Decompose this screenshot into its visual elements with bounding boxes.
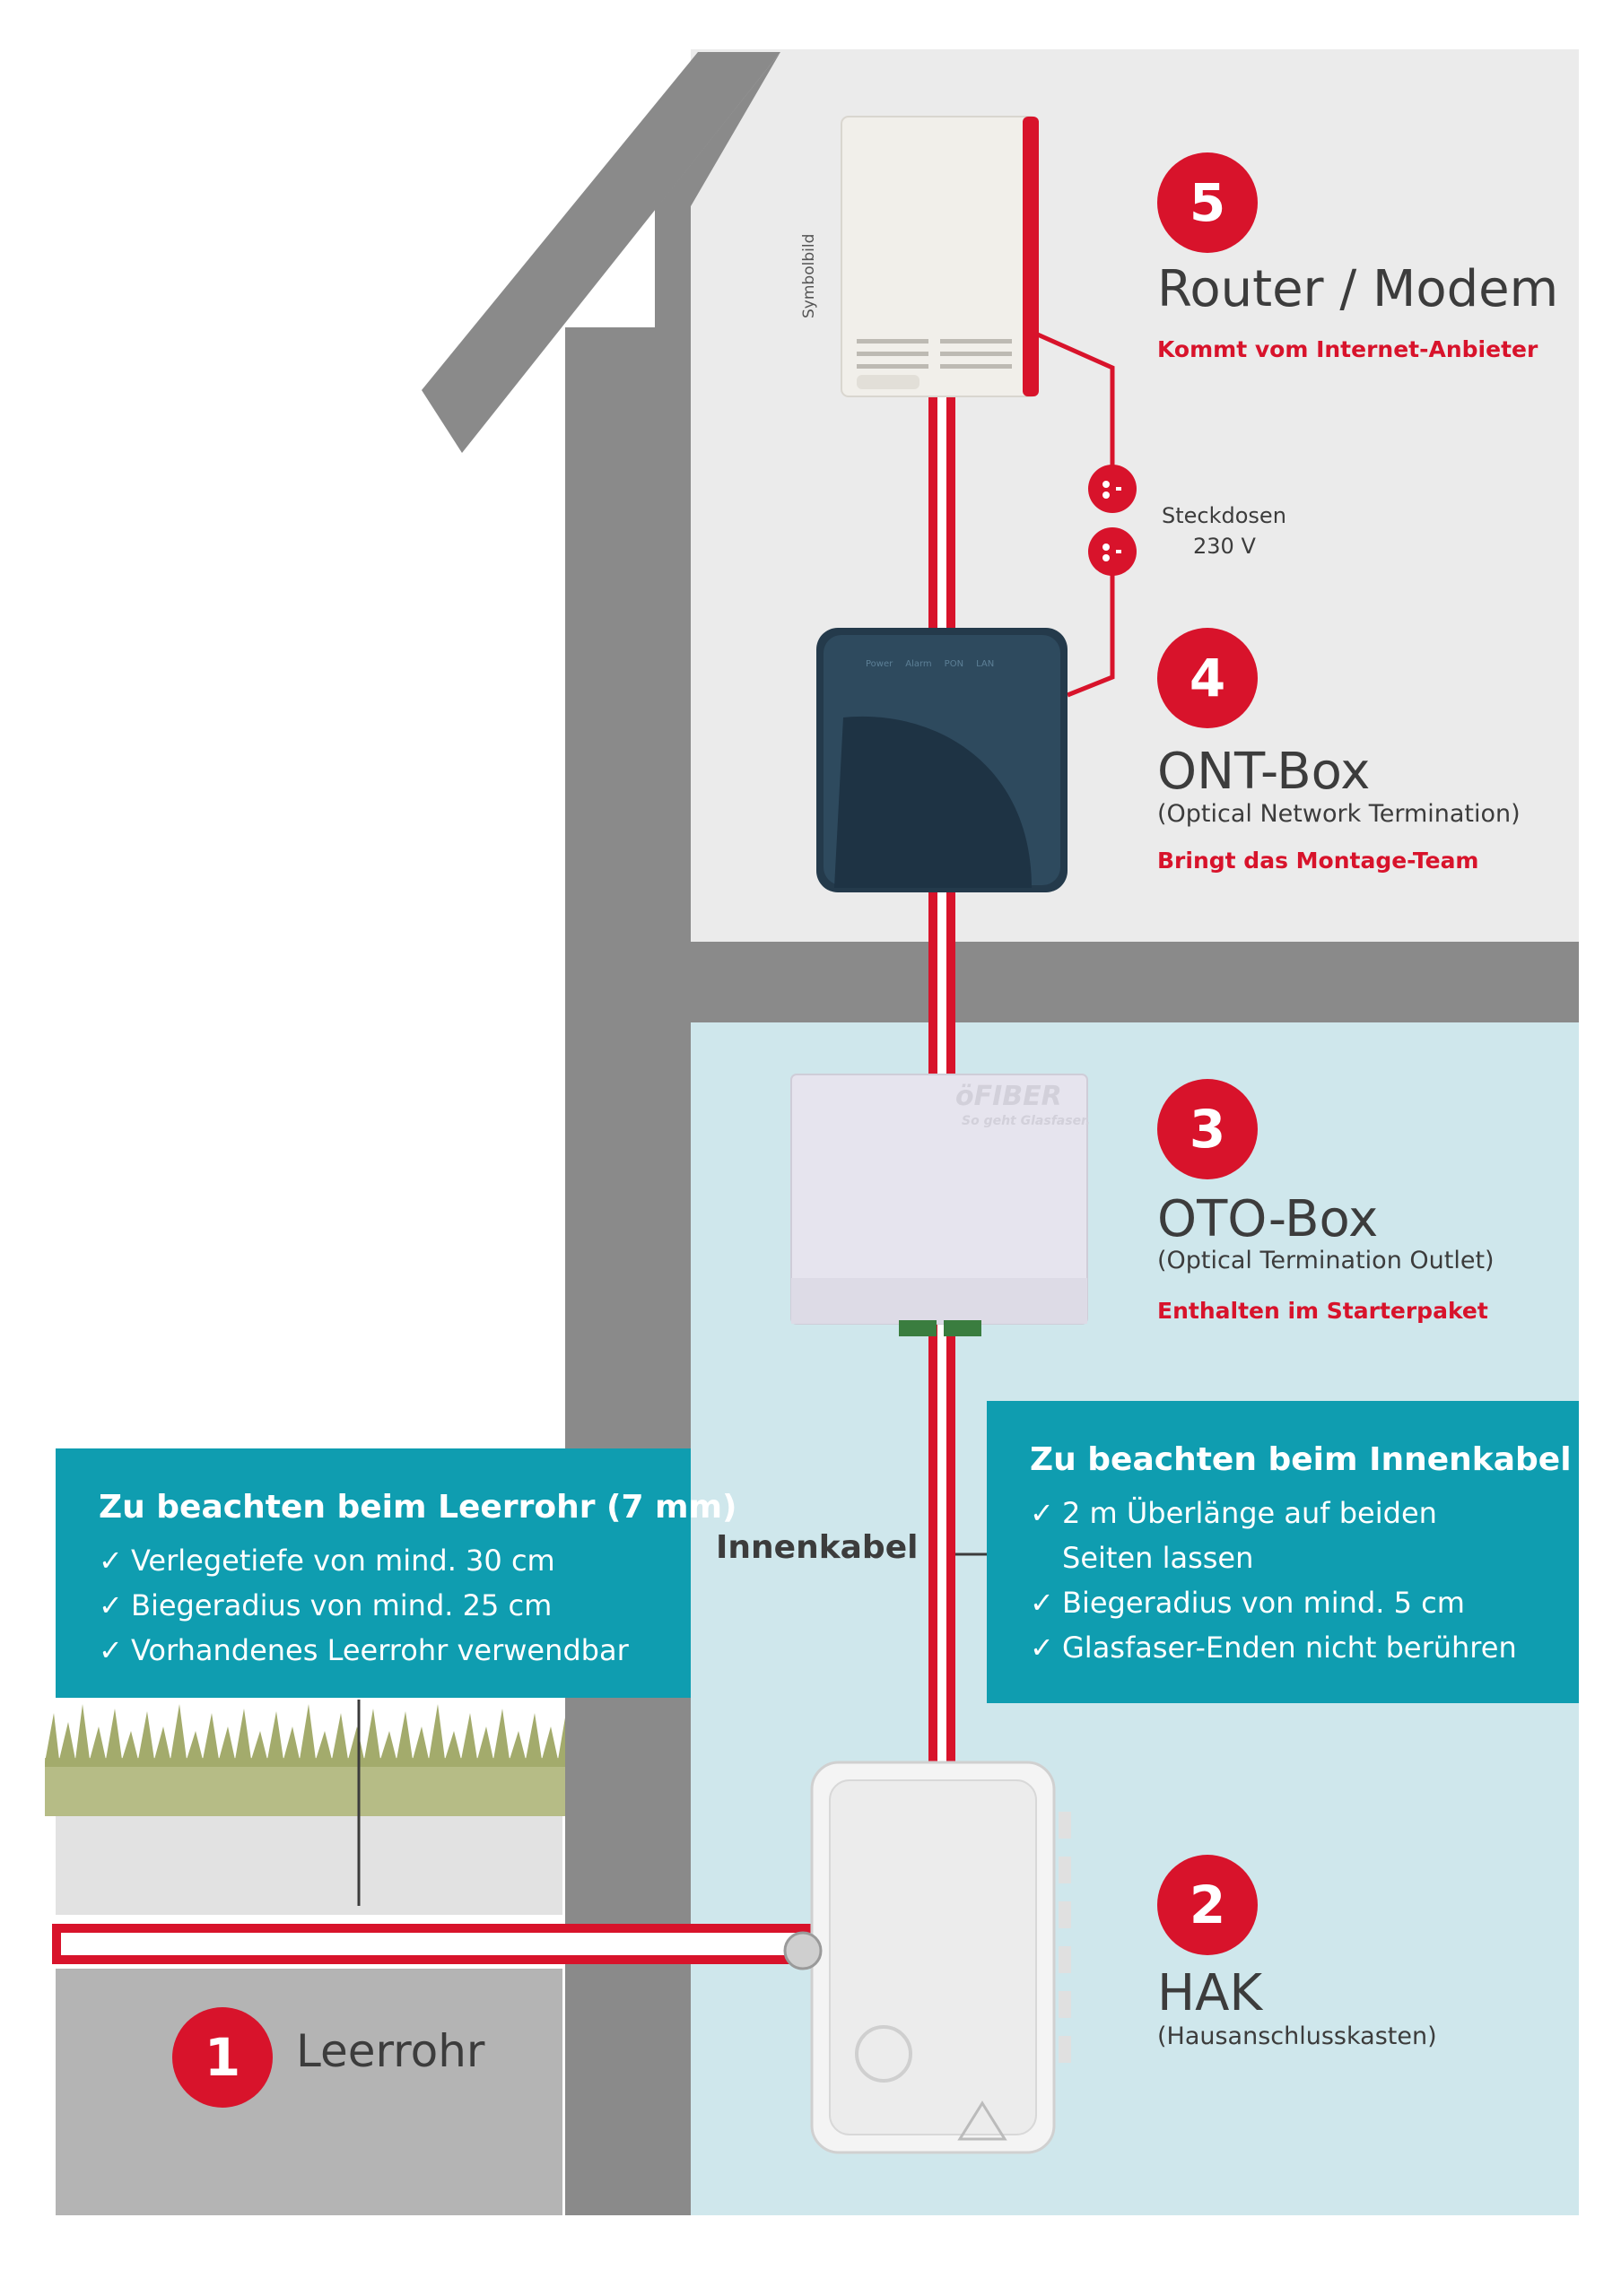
- checklist-item: ✓Biegeradius von mind. 5 cm: [1030, 1580, 1561, 1625]
- oto-device: [790, 1074, 1088, 1336]
- power-socket-1: [1088, 465, 1137, 513]
- step-2-subtitle: (Hausanschlusskasten): [1157, 2022, 1437, 2050]
- checkmark-icon: ✓: [99, 1588, 123, 1622]
- ont-led-power: Power: [866, 659, 893, 669]
- checklist-item-line: Glasfaser-Enden nicht berühren: [1062, 1631, 1517, 1665]
- step-3-subtitle: (Optical Termination Outlet): [1157, 1247, 1495, 1274]
- step-3-note: Enthalten im Starterpaket: [1157, 1298, 1488, 1324]
- checklist-item: ✓Glasfaser-Enden nicht berühren: [1030, 1625, 1561, 1670]
- checkmark-icon: ✓: [99, 1633, 123, 1667]
- ont-led-labels: Power Alarm PON LAN: [866, 659, 994, 669]
- checklist-item-line: Biegeradius von mind. 25 cm: [131, 1588, 553, 1622]
- oto-tagline: So geht Glasfaser.: [962, 1114, 1091, 1128]
- ont-led-lan: LAN: [976, 659, 995, 669]
- sockets-label: Steckdosen 230 V: [1162, 500, 1286, 561]
- step-4-subtitle: (Optical Network Termination): [1157, 800, 1521, 828]
- checkmark-icon: ✓: [1030, 1631, 1054, 1665]
- ont-device: [816, 628, 1068, 892]
- ground-dark: [56, 1969, 562, 2215]
- ground-light: [56, 1816, 562, 1915]
- power-socket-2: [1088, 527, 1137, 576]
- checklist-item-line: Vorhandenes Leerrohr verwendbar: [131, 1633, 629, 1667]
- checklist-item-line: 2 m Überlänge auf beiden: [1062, 1496, 1437, 1530]
- checkmark-icon: ✓: [1030, 1496, 1054, 1530]
- router-symbolbild-label: Symbolbild: [800, 233, 818, 318]
- step-1-title: Leerrohr: [296, 2025, 485, 2077]
- step-4-note: Bringt das Montage-Team: [1157, 848, 1479, 874]
- step-4-title: ONT-Box: [1157, 743, 1371, 801]
- checklist-item: ✓Verlegetiefe von mind. 30 cm: [99, 1538, 664, 1583]
- checkmark-icon: ✓: [99, 1544, 123, 1578]
- sockets-label-line1: Steckdosen: [1162, 503, 1286, 528]
- checklist-item-line: Biegeradius von mind. 5 cm: [1062, 1586, 1465, 1620]
- checklist-item-text: Glasfaser-Enden nicht berühren: [1062, 1625, 1517, 1670]
- sockets-label-line2: 230 V: [1193, 534, 1256, 559]
- grass: [45, 1704, 565, 1816]
- innenkabel-label: Innenkabel: [716, 1529, 919, 1566]
- leerrohr-info-list: ✓Verlegetiefe von mind. 30 cm✓Biegeradiu…: [99, 1538, 664, 1673]
- checklist-item: ✓Biegeradius von mind. 25 cm: [99, 1583, 664, 1628]
- hak-device: [783, 1761, 1071, 2154]
- router-vents: [857, 339, 1012, 369]
- house-walls: [422, 52, 1579, 2215]
- ont-led-alarm: Alarm: [905, 659, 932, 669]
- innenkabel-info-heading: Zu beachten beim Innenkabel: [1030, 1441, 1572, 1478]
- step-3-title: OTO-Box: [1157, 1190, 1379, 1248]
- router-device: [841, 116, 1039, 397]
- step-2-title: HAK: [1157, 1964, 1263, 2022]
- checkmark-icon: ✓: [1030, 1586, 1054, 1620]
- checklist-item-text: Vorhandenes Leerrohr verwendbar: [131, 1628, 629, 1673]
- innenkabel-info-box: Zu beachten beim Innenkabel ✓2 m Überlän…: [987, 1401, 1579, 1703]
- checklist-item-text: Biegeradius von mind. 5 cm: [1062, 1580, 1465, 1625]
- leerrohr-info-box: Zu beachten beim Leerrohr (7 mm) ✓Verleg…: [56, 1448, 737, 1698]
- step-3-badge: 3: [1157, 1079, 1258, 1179]
- checklist-item-line: Seiten lassen: [1062, 1541, 1254, 1575]
- checklist-item-text: Verlegetiefe von mind. 30 cm: [131, 1538, 555, 1583]
- leerrohr-pipe: [52, 1924, 832, 1964]
- ont-led-pon: PON: [944, 659, 964, 669]
- step-5-note: Kommt vom Internet-Anbieter: [1157, 336, 1538, 362]
- leerrohr-info-heading: Zu beachten beim Leerrohr (7 mm): [99, 1489, 737, 1526]
- oto-brand: öFIBER: [955, 1081, 1062, 1112]
- step-1-badge: 1: [172, 2007, 273, 2108]
- power-cable: [1030, 329, 1115, 698]
- checklist-item-text: Biegeradius von mind. 25 cm: [131, 1583, 552, 1628]
- checklist-item: ✓Vorhandenes Leerrohr verwendbar: [99, 1628, 664, 1673]
- step-5-title: Router / Modem: [1157, 260, 1559, 318]
- step-4-badge: 4: [1157, 628, 1258, 728]
- step-2-badge: 2: [1157, 1855, 1258, 1955]
- checklist-item-line: Verlegetiefe von mind. 30 cm: [131, 1544, 555, 1578]
- step-5-badge: 5: [1157, 152, 1258, 253]
